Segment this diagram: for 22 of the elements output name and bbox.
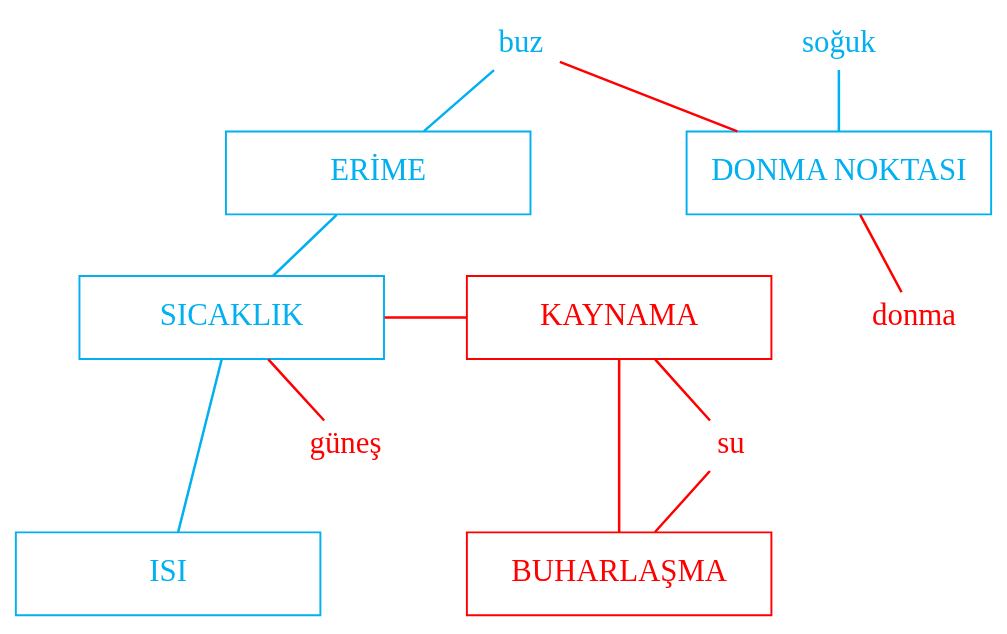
node-text: buz [498,24,544,59]
node-text: su [717,425,745,460]
connector [617,358,621,532]
node-box: SICAKLIK [78,274,385,360]
connector [559,60,738,132]
connector [267,358,326,421]
connector [272,213,338,277]
node-box: ISI [14,530,322,616]
connector [384,315,467,319]
connector [859,213,903,293]
connector [654,358,711,421]
node-box: ERİME [225,130,532,215]
node-box: KAYNAMA [465,274,773,360]
connector [176,358,223,532]
node-text: donma [872,297,956,332]
connector [837,69,841,131]
node-text: güneş [309,425,382,460]
connector [654,469,711,533]
node-box: BUHARLAŞMA [465,530,773,616]
connector [423,68,495,132]
node-text: soğuk [802,24,876,59]
node-box: DONMA NOKTASI [685,130,993,215]
